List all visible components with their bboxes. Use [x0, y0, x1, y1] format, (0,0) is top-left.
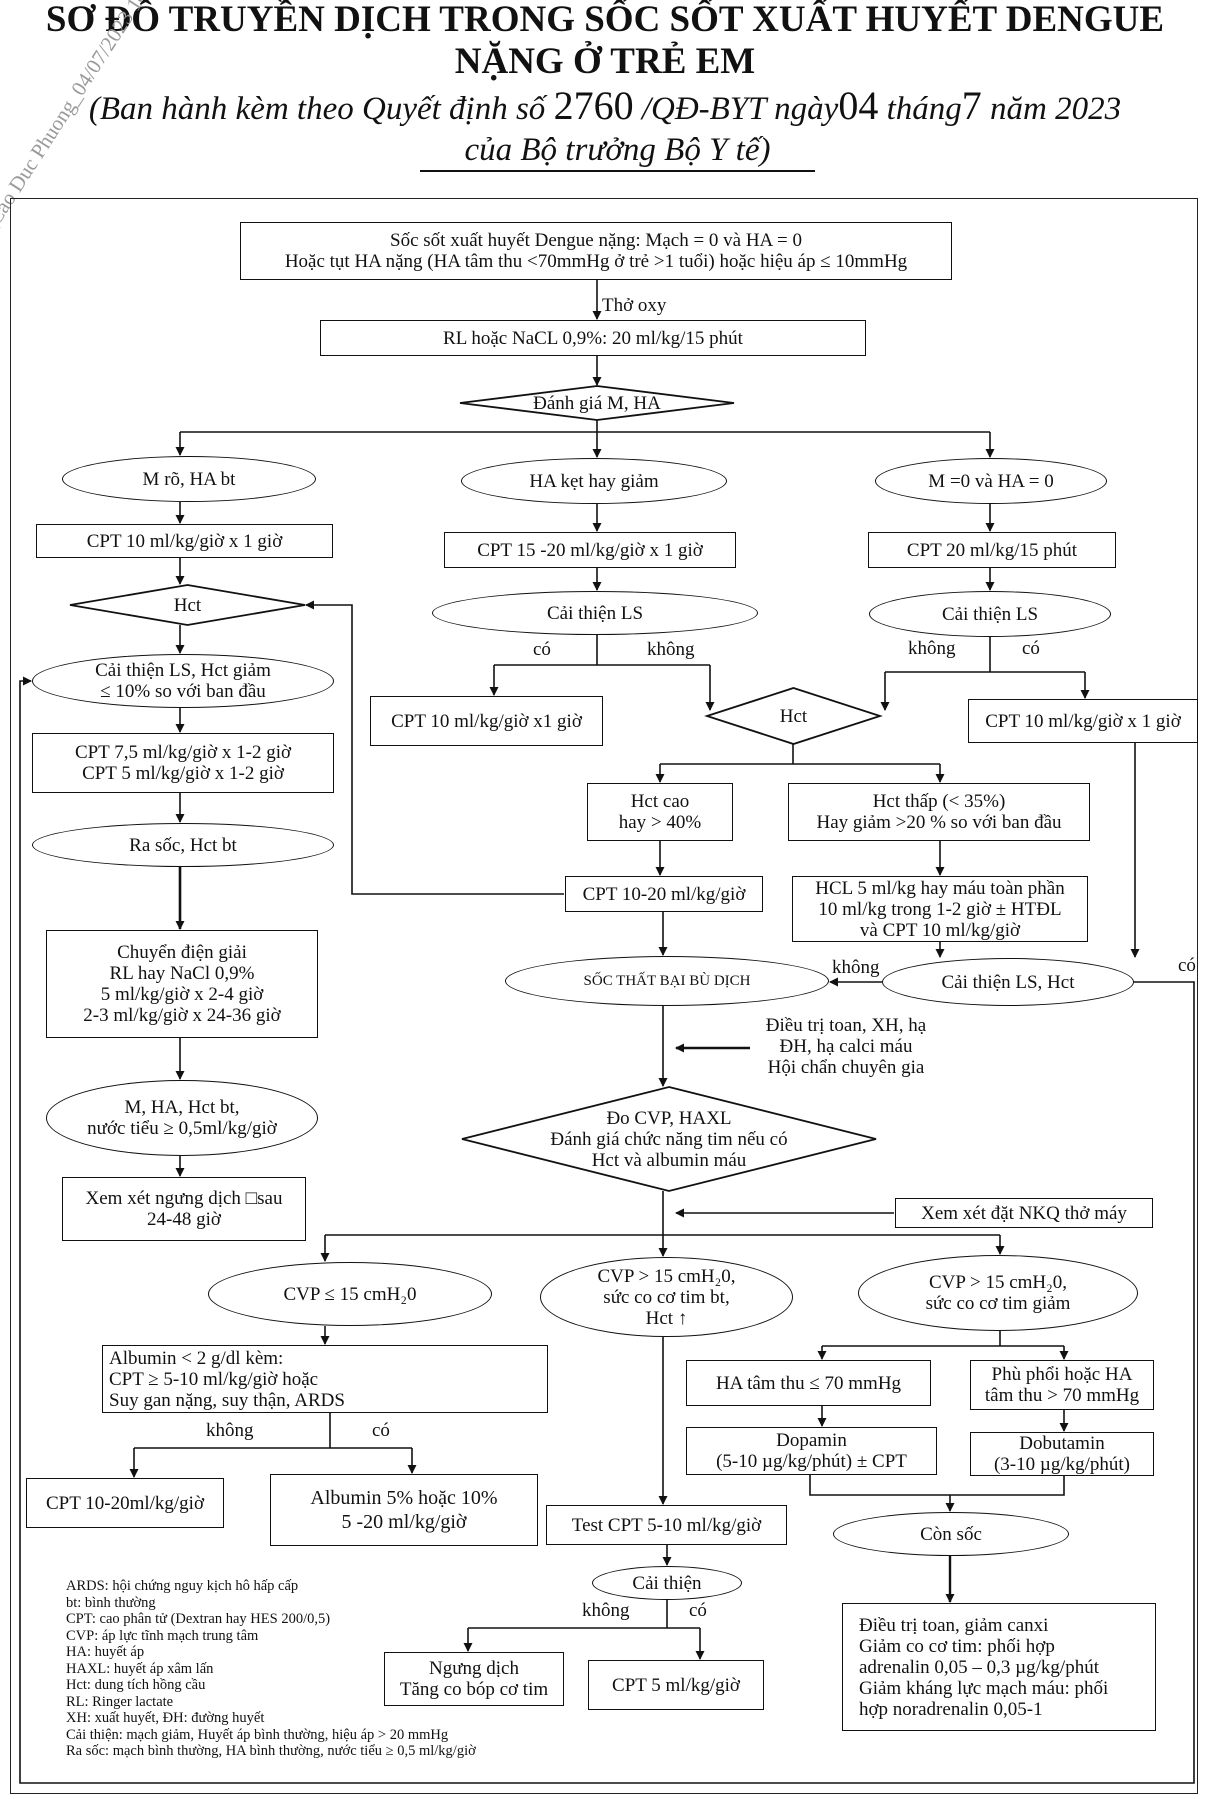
dopamine-box: Dopamin (5-10 µg/kg/phút) ± CPT	[686, 1427, 937, 1475]
final-treatment-box: Điều trị toan, giảm canxi Giảm co cơ tim…	[842, 1603, 1156, 1731]
cpt10-mid-box: CPT 10 ml/kg/giờ x1 giờ	[370, 696, 603, 746]
sbp-low-box: HA tâm thu ≤ 70 mmHg	[686, 1360, 931, 1406]
edge-label-fail-no: không	[832, 957, 880, 978]
hct-low-box: Hct thấp (< 35%) Hay giảm >20 % so với b…	[788, 783, 1090, 841]
assess-diamond-shape	[459, 385, 735, 421]
cvp-high-weak-ellipse: CVP > 15 cmH₂0, sức co cơ tim giảm	[858, 1255, 1138, 1331]
hct-center-diamond: Hct	[779, 705, 808, 727]
cpt20-15min-box: CPT 20 ml/kg/15 phút	[868, 532, 1116, 568]
consider-intubation-box: Xem xét đặt NKQ thở máy	[895, 1198, 1153, 1228]
cvp-high-normal-ellipse: CVP > 15 cmH₂0, sức co cơ tim bt, Hct ↑	[540, 1257, 793, 1337]
legend-item: CVP: áp lực tĩnh mạch trung tâm	[66, 1627, 259, 1644]
legend-item: XH: xuất huyết, ĐH: đường huyết	[66, 1710, 265, 1726]
title-line-2: NẶNG Ở TRẺ EM	[454, 41, 756, 82]
flowchart-frame	[10, 198, 1198, 1794]
measure-cvp-diamond: Đo CVP, HAXL Đánh giá chức năng tim nếu …	[550, 1107, 788, 1171]
edge-cpt1020-back-to-hctl	[305, 600, 564, 895]
edge-imphct-yes-loop-to-improve10	[19, 676, 1195, 1784]
hctl-diamond-shape	[69, 584, 306, 626]
legend-item: HAXL: huyết áp xâm lấn	[66, 1660, 214, 1677]
improve-hct-ellipse: Cải thiện LS, Hct	[882, 958, 1134, 1006]
subtitle-mid-2: tháng	[886, 91, 962, 127]
start-severe-shock-box: Sốc sốt xuất huyết Dengue nặng: Mạch = 0…	[240, 222, 952, 280]
subtitle-prefix: (Ban hành kèm theo Quyết định số	[88, 91, 546, 127]
edge-label-fail-yes: có	[1178, 955, 1196, 976]
abbreviation-legend: ARDS: hội chứng nguy kịch hô hấp cấp bt:…	[66, 1578, 586, 1760]
improve-mid-ellipse: Cải thiện LS	[432, 591, 758, 635]
hct-high-box: Hct cao hay > 40%	[587, 783, 733, 841]
cpt5-box: CPT 5 ml/kg/giờ	[588, 1660, 764, 1710]
edge-label-last-yes: có	[689, 1600, 707, 1621]
edge-label-albumin-yes: có	[372, 1420, 390, 1441]
cvp-low-ellipse: CVP ≤ 15 cmH₂0	[208, 1262, 492, 1326]
subtitle-mid-3: năm 2023	[989, 91, 1122, 127]
legend-item: ARDS: hội chứng nguy kịch hô hấp cấp	[66, 1578, 299, 1594]
oxygen-label: Thở oxy	[602, 295, 667, 316]
legend-item: bt: bình thường	[66, 1594, 156, 1611]
pulmonary-edema-box: Phù phổi hoặc HA tâm thu > 70 mmHg	[970, 1360, 1154, 1410]
edge-label-last-no: không	[582, 1600, 630, 1621]
cpt75-box: CPT 7,5 ml/kg/giờ x 1-2 giờ CPT 5 ml/kg/…	[32, 733, 334, 793]
edge-label-right-yes: có	[1022, 638, 1040, 659]
legend-item: RL: Ringer lactate	[66, 1693, 174, 1710]
normal-vitals-ellipse: M, HA, Hct bt, nước tiểu ≥ 0,5ml/kg/giờ	[46, 1080, 318, 1156]
edge-label-mid-yes: có	[533, 639, 551, 660]
pulse-clear-ellipse: M rõ, HA bt	[62, 456, 316, 502]
rl-bolus-box: RL hoặc NaCL 0,9%: 20 ml/kg/15 phút	[320, 320, 866, 356]
legend-item: Cải thiện: mạch giảm, Huyết áp bình thườ…	[66, 1726, 449, 1743]
decision-number: 2760	[553, 83, 634, 128]
decision-day: 04	[838, 83, 879, 128]
consider-stop-fluid-box: Xem xét ngưng dịch □sau 24-48 giờ	[62, 1177, 306, 1241]
subtitle-line-2: của Bộ trưởng Bộ Y tế)	[420, 130, 815, 172]
cpt10-20-box: CPT 10-20 ml/kg/giờ	[565, 876, 763, 912]
pulse-zero-ellipse: M =0 và HA = 0	[875, 458, 1107, 504]
improve-right-ellipse: Cải thiện LS	[869, 591, 1111, 637]
assess-pulse-bp-diamond: Đánh giá M, HA	[533, 392, 661, 414]
stop-fluid-inotrope-box: Ngưng dịch Tăng co bóp cơ tim	[384, 1652, 564, 1706]
test-cpt-box: Test CPT 5-10 ml/kg/giờ	[546, 1505, 787, 1545]
edge-label-right-no: không	[908, 638, 956, 659]
improve-hct-10-ellipse: Cải thiện LS, Hct giảm ≤ 10% so với ban …	[32, 654, 334, 708]
dobutamine-box: Dobutamin (3-10 µg/kg/phút)	[970, 1432, 1154, 1476]
cpt10-right-box: CPT 10 ml/kg/giờ x 1 giờ	[968, 699, 1198, 743]
albumin5-box: Albumin 5% hoặc 10% 5 -20 ml/kg/giờ	[270, 1474, 538, 1546]
hct-left-diamond: Hct	[173, 594, 202, 616]
edge-label-albumin-no: không	[206, 1420, 254, 1441]
albumin-check-box: Albumin < 2 g/dl kèm: CPT ≥ 5-10 ml/kg/g…	[102, 1345, 548, 1413]
fluid-failure-ellipse: SỐC THẤT BẠI BÙ DỊCH	[505, 956, 829, 1006]
edge-label-mid-no: không	[647, 639, 695, 660]
legend-item: Hct: dung tích hồng cầu	[66, 1677, 206, 1693]
still-shock-ellipse: Còn sốc	[833, 1512, 1069, 1556]
improve-last-ellipse: Cải thiện	[592, 1566, 742, 1600]
title-line-1: SƠ ĐỒ TRUYỀN DỊCH TRONG SỐC SỐT XUẤT HUY…	[45, 0, 1165, 40]
legend-item: CPT: cao phân tử (Dextran hay HES 200/0,…	[66, 1611, 331, 1627]
treat-acidosis-note: Điều trị toan, XH, hạ ĐH, hạ calci máu H…	[765, 1015, 927, 1078]
subtitle-mid-1: /QĐ-BYT ngày	[641, 91, 839, 127]
legend-item: Ra sốc: mạch bình thường, HA bình thường…	[66, 1743, 476, 1759]
hctc-diamond-shape	[704, 687, 883, 745]
cpt10-20-lower-box: CPT 10-20ml/kg/giờ	[26, 1478, 224, 1528]
decision-month: 7	[961, 83, 982, 128]
switch-electrolyte-box: Chuyển điện giải RL hay NaCl 0,9% 5 ml/k…	[46, 930, 318, 1038]
out-of-shock-ellipse: Ra sốc, Hct bt	[32, 823, 334, 867]
legend-item: HA: huyết áp	[66, 1644, 145, 1660]
cvp-diamond-shape	[461, 1086, 877, 1192]
cpt10-one-hour-box: CPT 10 ml/kg/giờ x 1 giờ	[36, 524, 333, 558]
cpt15-20-box: CPT 15 -20 ml/kg/giờ x 1 giờ	[444, 532, 736, 568]
bp-low-ellipse: HA kẹt hay giảm	[461, 458, 727, 504]
hcl-blood-box: HCL 5 ml/kg hay máu toàn phần 10 ml/kg t…	[792, 876, 1088, 942]
subtitle-line-1: (Ban hành kèm theo Quyết định số 2760 /Q…	[0, 86, 1210, 129]
edge-dopa-dobu-merge	[809, 1475, 1065, 1496]
